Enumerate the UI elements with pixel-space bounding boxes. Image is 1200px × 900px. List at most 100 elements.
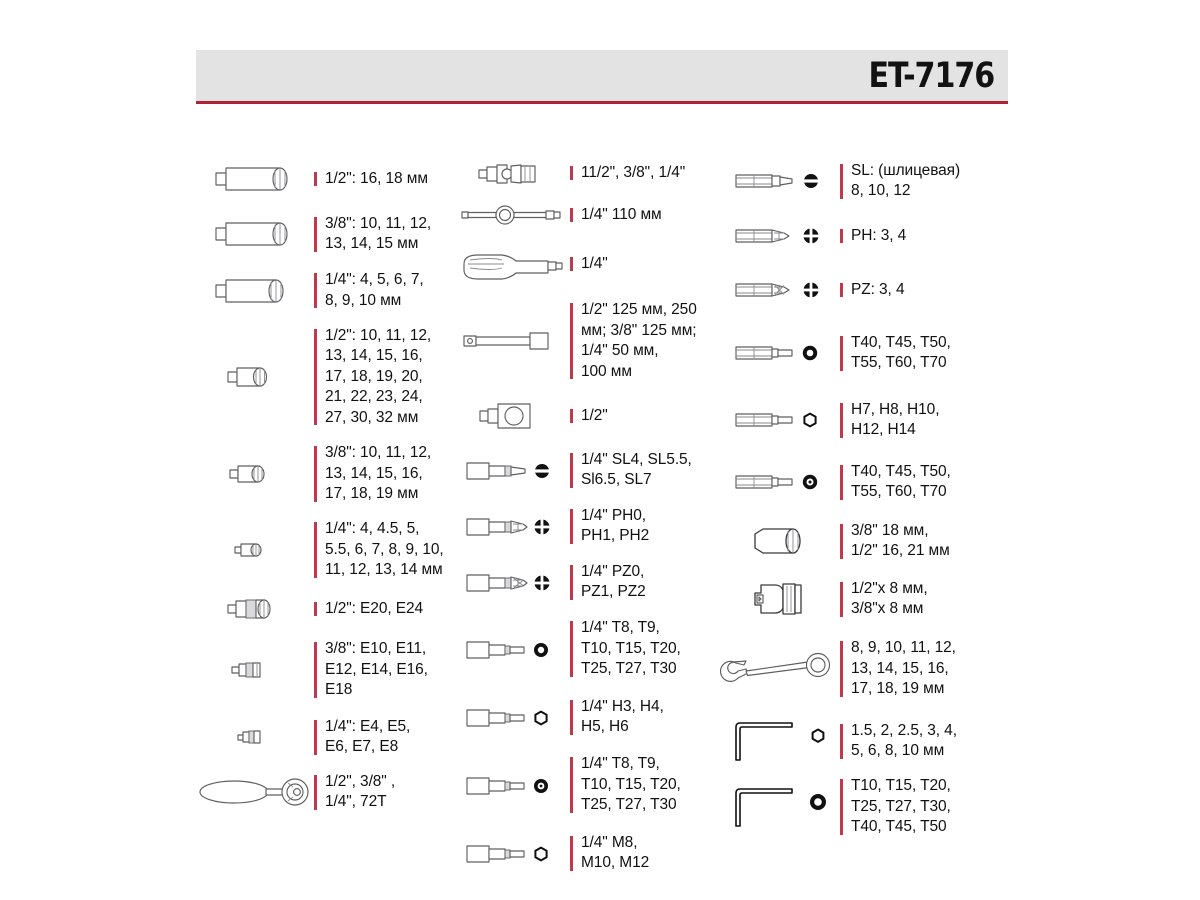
accent-bar: [314, 642, 317, 698]
torx-symbol: [810, 794, 826, 810]
accent-bar: [570, 699, 573, 735]
table-row: 1/4" PZ0, PZ1, PZ2: [458, 554, 728, 610]
row-text-cell: 1/2": E20, E24: [314, 599, 458, 620]
row-text-cell: 1/2": 16, 18 мм: [314, 169, 458, 190]
row-text-cell: 3/8": E10, E11, E12, E14, E16, E18: [314, 639, 458, 701]
table-row: 8, 9, 10, 11, 12, 13, 14, 15, 16, 17, 18…: [720, 628, 1020, 710]
table-row: 3/8": 10, 11, 12, 13, 14, 15 мм: [196, 206, 458, 262]
spec-text: 1/2"x 8 мм, 3/8"x 8 мм: [851, 579, 928, 618]
spec-text: T40, T45, T50, T55, T60, T70: [851, 333, 951, 372]
slotted-symbol: [534, 464, 550, 478]
table-row: 3/8": E10, E11, E12, E14, E16, E18: [196, 631, 458, 709]
torx-symbol: [534, 643, 548, 657]
row-text-cell: 3/8": 10, 11, 12, 13, 14, 15 мм: [314, 214, 458, 255]
deep-socket-icon: [196, 219, 314, 249]
row-text-cell: 1/4" T8, T9, T10, T15, T20, T25, T27, T3…: [570, 618, 728, 680]
table-row: 1/4": E4, E5, E6, E7, E8: [196, 709, 458, 765]
row-text-cell: T40, T45, T50, T55, T60, T70: [840, 333, 1020, 374]
table-row: SL: (шлицевая) 8, 10, 12: [728, 152, 1020, 210]
accent-bar: [570, 835, 573, 871]
accent-bar: [840, 464, 843, 500]
accent-bar: [314, 171, 317, 187]
accent-bar: [840, 779, 843, 835]
spline-symbol: [534, 846, 548, 862]
row-text-cell: 8, 9, 10, 11, 12, 13, 14, 15, 16, 17, 18…: [840, 638, 1020, 700]
hex-shank-bit-icon: [728, 406, 840, 434]
universal-joint-icon: [458, 160, 570, 186]
accent-bar: [840, 641, 843, 697]
pozidriv-symbol: [803, 282, 819, 298]
column-1: 1/2": 16, 18 мм 3/8": 10, 11, 12, 13, 14…: [196, 152, 458, 882]
spec-text: 8, 9, 10, 11, 12, 13, 14, 15, 16, 17, 18…: [851, 639, 956, 698]
hex-symbol: [534, 710, 548, 726]
accent-bar: [840, 723, 843, 759]
table-row: 1/2": [458, 390, 728, 442]
accent-bar: [314, 446, 317, 502]
spec-text: 1/2": 16, 18 мм: [325, 169, 428, 187]
phillips-symbol: [803, 228, 819, 244]
table-row: PH: 3, 4: [728, 210, 1020, 262]
e-socket-medium-icon: [196, 658, 314, 682]
accent-bar: [570, 564, 573, 600]
spec-text: 3/8": E10, E11, E12, E14, E16, E18: [325, 640, 428, 699]
accent-bar: [840, 402, 843, 438]
table-row: 1/2": 16, 18 мм: [196, 152, 458, 206]
table-row: 3/8" 18 мм, 1/2" 16, 21 мм: [728, 512, 1020, 570]
spec-text: 1/2": [581, 406, 608, 424]
row-text-cell: 1.5, 2, 2.5, 3, 4, 5, 6, 8, 10 мм: [840, 721, 1020, 762]
spec-text: 1/4" M8, M10, M12: [581, 833, 650, 872]
column-3: SL: (шлицевая) 8, 10, 12: [720, 152, 1020, 882]
slotted-symbol: [803, 174, 819, 188]
phillips-symbol: [534, 519, 550, 535]
spec-text: 11/2", 3/8", 1/4": [581, 163, 686, 181]
spec-text: SL: (шлицевая) 8, 10, 12: [851, 161, 961, 200]
socket-icon: [196, 461, 314, 487]
extension-bar-icon: [458, 328, 570, 354]
torx-tamper-symbol: [802, 474, 818, 490]
accent-bar: [570, 452, 573, 488]
spec-text: 3/8": 10, 11, 12, 13, 14, 15, 16, 17, 18…: [325, 444, 432, 503]
table-row: 1/4" M8, M10, M12: [458, 824, 728, 882]
accent-bar: [840, 282, 843, 298]
row-text-cell: 1/2", 3/8" , 1/4", 72T: [314, 772, 458, 813]
hex-key-icon: [728, 718, 840, 764]
hex-shank-bit-icon: [728, 167, 840, 195]
spec-text: 1/4": 4, 5, 6, 7, 8, 9, 10 мм: [325, 271, 424, 309]
row-text-cell: 1/4": 4, 4.5, 5, 5.5, 6, 7, 8, 9, 10, 11…: [314, 519, 458, 581]
table-row: 3/8": 10, 11, 12, 13, 14, 15, 16, 17, 18…: [196, 435, 458, 513]
accent-bar: [314, 719, 317, 755]
hex-shank-bit-icon: [728, 222, 840, 250]
accent-bar: [314, 522, 317, 578]
row-text-cell: H7, H8, H10, H12, H14: [840, 400, 1020, 441]
accent-bar: [570, 303, 573, 379]
row-text-cell: 1/2" 125 мм, 250 мм; 3/8" 125 мм; 1/4" 5…: [570, 300, 728, 382]
accent-bar: [570, 165, 573, 181]
accent-bar: [570, 508, 573, 544]
bit-socket-icon: [458, 511, 570, 541]
spec-text: 3/8": 10, 11, 12, 13, 14, 15 мм: [325, 214, 432, 253]
row-text-cell: 1/2"x 8 мм, 3/8"x 8 мм: [840, 579, 1020, 620]
spec-text: 1/2": 10, 11, 12, 13, 14, 15, 16, 17, 18…: [325, 326, 432, 426]
spec-text: PH: 3, 4: [851, 226, 907, 244]
table-row: 1/4": 4, 5, 6, 7, 8, 9, 10 мм: [196, 262, 458, 319]
row-text-cell: 3/8": 10, 11, 12, 13, 14, 15, 16, 17, 18…: [314, 443, 458, 505]
hex-shank-bit-icon: [728, 276, 840, 304]
row-text-cell: 1/4": E4, E5, E6, E7, E8: [314, 717, 458, 758]
table-row: 1/2": 10, 11, 12, 13, 14, 15, 16, 17, 18…: [196, 319, 458, 435]
spec-text: 1/4" T8, T9, T10, T15, T20, T25, T27, T3…: [581, 619, 681, 678]
accent-bar: [570, 256, 573, 272]
pozidriv-symbol: [534, 575, 550, 591]
e-socket-small-icon: [196, 727, 314, 747]
hex-shank-bit-icon: [728, 339, 840, 367]
accent-bar: [840, 335, 843, 371]
row-text-cell: SL: (шлицевая) 8, 10, 12: [840, 161, 1020, 202]
hex-symbol: [803, 412, 817, 428]
hex-shank-bit-icon: [728, 468, 840, 496]
socket-icon: [196, 363, 314, 391]
bit-socket-icon: [458, 455, 570, 485]
sliding-t-bar-icon: [458, 203, 570, 227]
table-row: 1/2"x 8 мм, 3/8"x 8 мм: [728, 570, 1020, 628]
spec-text: H7, H8, H10, H12, H14: [851, 400, 940, 439]
accent-bar: [840, 523, 843, 559]
table-row: 1/4" SL4, SL5.5, Sl6.5, SL7: [458, 442, 728, 498]
